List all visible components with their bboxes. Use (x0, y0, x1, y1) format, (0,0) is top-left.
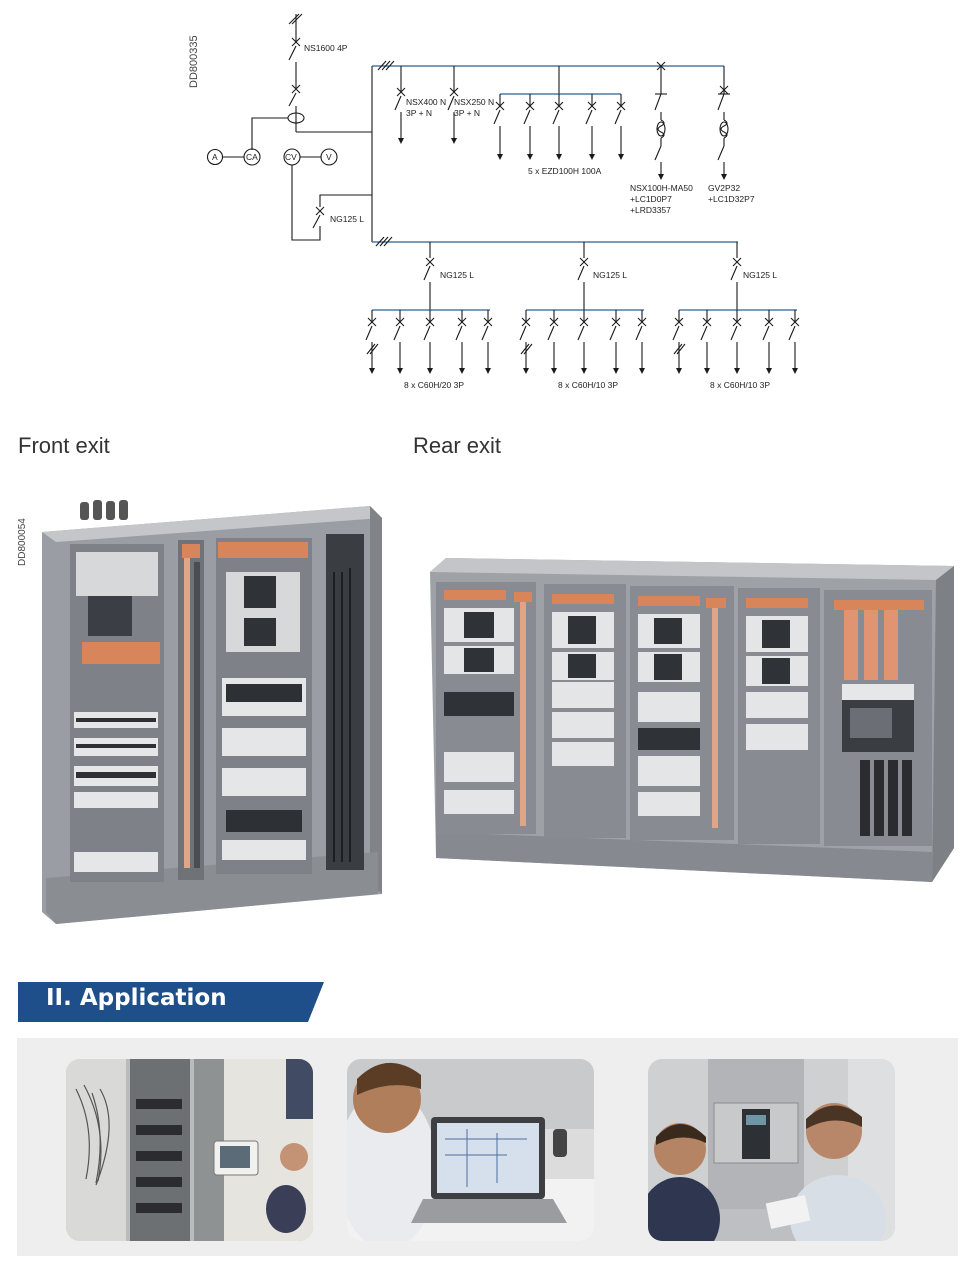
group-2-label: 8 x C60H/10 3P (558, 380, 618, 390)
group-1-breaker-2 (393, 310, 405, 374)
ammeter-label: A (212, 152, 218, 162)
motor-feeder-2-line-2: +LC1D32P7 (708, 194, 755, 204)
technician-at-switchboard-photo (66, 1059, 313, 1241)
motor-feeder-2-line-1: GV2P32 (708, 183, 740, 193)
single-line-diagram: DD800335 NS1600 4P A CA CV V NG125 L NSX… (188, 13, 800, 390)
engineers-discussing-panel-photo (648, 1059, 895, 1241)
group-2-breaker-1 (519, 310, 533, 374)
aux-breaker-label: NG125 L (330, 214, 364, 224)
nsx250-spec: 3P + N (454, 108, 480, 118)
ezd-breaker-3 (552, 94, 564, 160)
group-1-breaker-5 (481, 310, 493, 374)
motor-feeder-1-line-1: NSX100H-MA50 (630, 183, 693, 193)
group-1-label: 8 x C60H/20 3P (404, 380, 464, 390)
application-title: II. Application (46, 985, 227, 1011)
group-3-breaker-2 (700, 310, 712, 374)
motor-feeder-1-line-2: +LC1D0P7 (630, 194, 672, 204)
front-exit-title: Front exit (18, 433, 110, 458)
group-2-breaker-2 (547, 310, 559, 374)
group-3-breaker-3 (730, 310, 742, 374)
rear-exit-title: Rear exit (413, 433, 502, 458)
ezd-breaker-5 (614, 94, 626, 160)
nsx250-label: NSX250 N (454, 97, 494, 107)
ezd-breaker-4 (585, 94, 597, 160)
group-2-breaker-3 (577, 310, 589, 374)
engineer-with-laptop-photo (347, 1059, 594, 1241)
sub-feeder-2 (519, 242, 647, 374)
ezd-breaker-1 (493, 94, 505, 160)
nsx400-spec: 3P + N (406, 108, 432, 118)
group-3-breaker-5 (788, 310, 800, 374)
nsx400-label: NSX400 N (406, 97, 446, 107)
main-breaker-label: NS1600 4P (304, 43, 348, 53)
application-banner (18, 982, 324, 1022)
motor-feeder-1-line-3: +LRD3357 (630, 205, 671, 215)
diagram-code: DD800335 (188, 35, 200, 88)
sub-feeder-3-label: NG125 L (743, 270, 777, 280)
cabinet-figure-code: DD800054 (17, 518, 28, 566)
group-3-breaker-4 (762, 310, 774, 374)
voltmeter-switch-label: CV (285, 152, 297, 162)
rear-exit-cabinet-illustration (430, 558, 954, 882)
group-1-breaker-1 (365, 310, 379, 374)
ezd-group-label: 5 x EZD100H 100A (528, 166, 602, 176)
group-3-breaker-1 (672, 310, 686, 374)
voltmeter-label: V (326, 152, 332, 162)
ezd-breaker-2 (523, 94, 535, 160)
sub-feeder-2-label: NG125 L (593, 270, 627, 280)
ammeter-switch-label: CA (246, 152, 258, 162)
group-3-label: 8 x C60H/10 3P (710, 380, 770, 390)
group-2-breaker-5 (635, 310, 647, 374)
sub-feeder-3 (672, 242, 800, 374)
sub-feeder-1-label: NG125 L (440, 270, 474, 280)
group-2-breaker-4 (609, 310, 621, 374)
group-1-breaker-4 (455, 310, 467, 374)
group-1-breaker-3 (423, 310, 435, 374)
front-exit-cabinet-illustration (42, 500, 382, 924)
sub-feeder-1 (365, 242, 493, 374)
